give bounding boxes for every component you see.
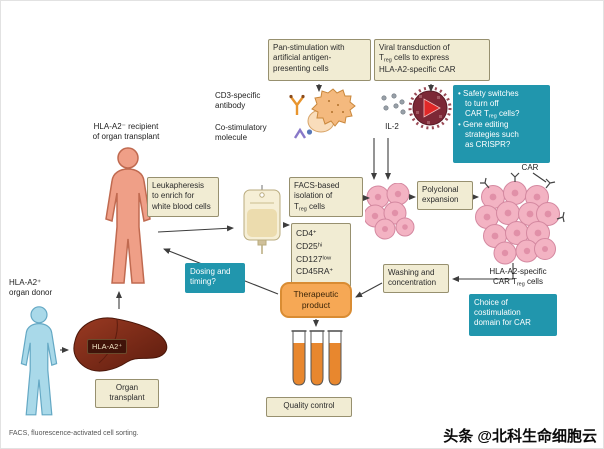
callout-dosing-timing: Dosing and timing? <box>185 263 245 293</box>
costimulatory-molecule-label: Co-stimulatory molecule <box>215 123 267 142</box>
box-leukapheresis: Leukapheresis to enrich for white blood … <box>147 177 219 217</box>
marker-line: CD4+ <box>296 228 317 238</box>
box-organ-transplant: Organ transplant <box>95 379 159 408</box>
watermark-text: 头条 @北科生命细胞云 <box>443 428 597 445</box>
box-quality-control: Quality control <box>266 397 352 417</box>
marker-line: CD127low <box>296 253 332 264</box>
car-receptor-icons <box>480 172 565 223</box>
callout-safety-gene-editing: • Safety switches to turn off CAR Treg c… <box>453 85 550 163</box>
test-tubes-illustration <box>291 330 343 386</box>
text-line: artificial antigen- <box>273 53 332 63</box>
donor-figure <box>20 306 58 416</box>
marker-line: CD25hi <box>296 240 323 251</box>
text-line: Viral transduction of <box>379 43 450 52</box>
bullet-item: • Safety switches to turn off CAR Treg c… <box>458 89 520 120</box>
cd3-antibody-label: CD3-specific antibody <box>215 91 261 110</box>
box-washing-concentration: Washing and concentration <box>383 264 449 293</box>
virus-illustration <box>408 86 452 130</box>
iv-bag-illustration <box>243 185 281 254</box>
car-label: CAR <box>521 163 539 172</box>
box-pan-stimulation: Pan-stimulation with artificial antigen-… <box>268 39 371 81</box>
text-line: Pan-stimulation with <box>273 43 345 52</box>
text-line: HLA-A2-specific CAR <box>379 65 456 75</box>
treg-cluster-illustration <box>365 183 415 240</box>
box-facs-isolation: FACS-based isolation of Treg cells <box>289 177 363 217</box>
facs-footnote: FACS, fluorescence-activated cell sortin… <box>9 430 139 437</box>
il2-dots <box>381 93 406 115</box>
apc-cell-illustration <box>307 88 356 133</box>
box-polyclonal-expansion: Polyclonal expansion <box>417 181 473 210</box>
car-treg-cluster-illustration <box>475 172 565 265</box>
car-treg-label: HLA-A2-specific CAR Treg cells <box>489 267 547 288</box>
box-treg-markers: CD4+ CD25hi CD127low CD45RA+ <box>291 223 351 287</box>
text-line: presenting cells <box>273 63 329 73</box>
marker-line: CD45RA+ <box>296 266 333 277</box>
recipient-figure <box>105 147 151 284</box>
box-therapeutic-product: Therapeutic product <box>280 282 352 318</box>
box-viral-transduction: Viral transduction of Treg cells to expr… <box>374 39 490 81</box>
antibody-icon <box>289 94 305 115</box>
il2-label: IL-2 <box>385 122 399 131</box>
bullet-item: • Gene editing strategies such as CRISPR… <box>458 120 519 150</box>
liver-hla-tag: HLA-A2⁺ <box>87 339 128 354</box>
costimulatory-molecule-icon <box>293 127 313 139</box>
callout-costimulation-choice: Choice of costimulation domain for CAR <box>469 294 557 336</box>
donor-label: HLA-A2⁺ organ donor <box>9 278 53 297</box>
text-line: Treg cells to express <box>379 53 450 65</box>
recipient-label: HLA-A2⁻ recipient of organ transplant <box>92 122 160 141</box>
